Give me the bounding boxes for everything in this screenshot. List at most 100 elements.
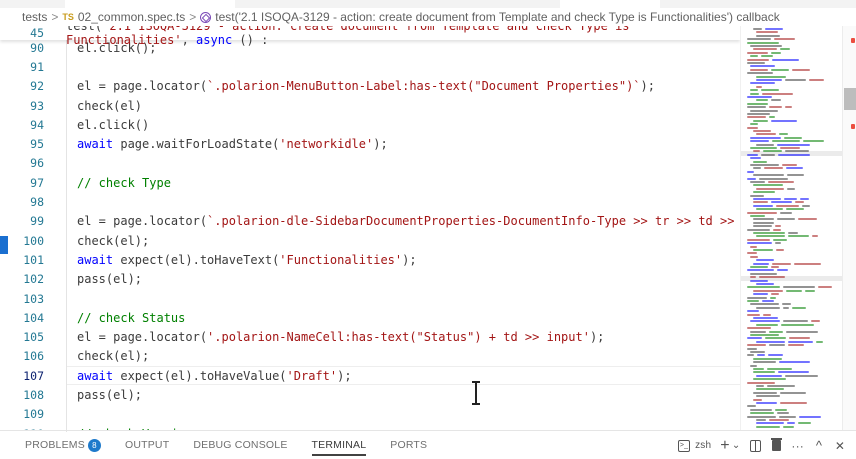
code-text: test('2.1 ISOQA-3129 - action: create do… <box>44 26 740 47</box>
minimap-line <box>764 167 783 170</box>
terminal-selector[interactable]: >_ zsh <box>678 438 711 454</box>
code-text: await expect(el).toHaveText('Functionali… <box>44 253 417 267</box>
minimap-line <box>747 337 762 340</box>
tab-ports[interactable]: PORTS <box>390 431 427 459</box>
keyword-token: await <box>77 252 114 267</box>
minimap-line <box>747 106 766 109</box>
minimap-line <box>747 96 772 98</box>
minimap-line <box>747 238 770 241</box>
minimap-line <box>785 106 792 109</box>
minimap-line <box>772 58 799 61</box>
code-text: // check Type <box>44 176 171 190</box>
code-text: await expect(el).toHaveValue('Draft'); <box>44 369 352 383</box>
minimap-line <box>783 306 789 309</box>
minimap-line <box>747 72 773 75</box>
minimap-line <box>747 62 765 64</box>
minimap-line <box>756 306 780 309</box>
minimap-line <box>771 99 781 102</box>
comment-token: // check Type <box>77 175 171 190</box>
vertical-scrollbar[interactable] <box>842 26 856 430</box>
code-line[interactable]: 96 <box>0 154 740 173</box>
minimap-line <box>780 391 806 394</box>
plus-icon: + <box>720 436 730 454</box>
minimap-line <box>747 300 759 302</box>
minimap-line <box>753 28 762 30</box>
code-line[interactable]: 104// check Status <box>0 308 740 327</box>
code-line[interactable]: 97// check Type <box>0 173 740 192</box>
minimap-line <box>747 327 771 330</box>
minimap-line <box>747 252 757 255</box>
maximize-panel-button[interactable]: ^ <box>813 438 825 454</box>
tab-output[interactable]: OUTPUT <box>125 431 169 459</box>
minimap-line <box>778 153 810 156</box>
minimap-line <box>747 116 766 119</box>
minimap-line <box>753 293 768 296</box>
minimap-line <box>757 354 765 357</box>
tab-terminal[interactable]: TERMINAL <box>311 431 367 459</box>
minimap-line <box>799 415 821 418</box>
new-terminal-button[interactable]: + ⌄ <box>720 436 741 454</box>
minimap-line <box>750 181 765 183</box>
code-text: pass(el); <box>44 272 142 286</box>
split-terminal-button[interactable] <box>749 438 761 454</box>
code-line[interactable]: 98 <box>0 192 740 211</box>
code-editor[interactable]: 45 test('2.1 ISOQA-3129 - action: create… <box>0 26 740 432</box>
code-line[interactable]: 91 <box>0 57 740 76</box>
minimap-line <box>818 286 832 289</box>
minimap-line <box>747 381 775 384</box>
minimap-line <box>750 55 758 58</box>
more-actions-button[interactable]: ··· <box>791 438 804 454</box>
minimap-line <box>750 123 758 126</box>
close-panel-button[interactable]: ✕ <box>834 438 846 454</box>
code-line[interactable]: 110// check Version <box>0 424 740 432</box>
kill-terminal-button[interactable] <box>770 438 782 454</box>
minimap-line <box>771 293 779 296</box>
minimap-line <box>768 354 783 357</box>
minimap-line <box>761 89 779 92</box>
minimap-line <box>750 82 775 85</box>
line-number: 94 <box>30 117 44 132</box>
minimap-line <box>753 150 760 153</box>
code-text: check(el) <box>44 99 142 113</box>
minimap-line <box>784 198 797 200</box>
minimap-line <box>773 238 787 241</box>
minimap-line <box>780 402 807 404</box>
minimap-line <box>747 211 777 214</box>
sticky-scroll-line[interactable]: 45 test('2.1 ISOQA-3129 - action: create… <box>0 26 740 47</box>
minimap-line <box>777 412 789 415</box>
text-cursor-icon <box>472 381 480 405</box>
scrollbar-thumb[interactable] <box>844 88 856 110</box>
code-line[interactable]: 109 <box>0 405 740 424</box>
breadcrumb-folder[interactable]: tests <box>22 10 48 24</box>
breadcrumb-symbol[interactable]: test('2.1 ISOQA-3129 - action: create do… <box>215 10 780 24</box>
chevron-down-icon[interactable]: ⌄ <box>731 440 741 451</box>
tab-debug-console[interactable]: DEBUG CONSOLE <box>193 431 287 459</box>
minimap-line <box>756 31 778 34</box>
keyword-token: async <box>196 33 233 47</box>
breadcrumb-file[interactable]: 02_common.spec.ts <box>77 10 186 24</box>
minimap-line <box>787 187 795 190</box>
minimap-line <box>747 354 754 357</box>
tab-problems[interactable]: PROBLEMS 8 <box>25 431 101 459</box>
minimap-line <box>747 177 756 180</box>
code-token: ); <box>589 330 605 345</box>
minimap-line <box>756 187 784 190</box>
code-line[interactable]: 103 <box>0 289 740 308</box>
line-number: 92 <box>30 79 44 94</box>
minimap-line <box>778 371 809 374</box>
minimap-line <box>771 68 789 71</box>
minimap[interactable] <box>740 26 842 430</box>
